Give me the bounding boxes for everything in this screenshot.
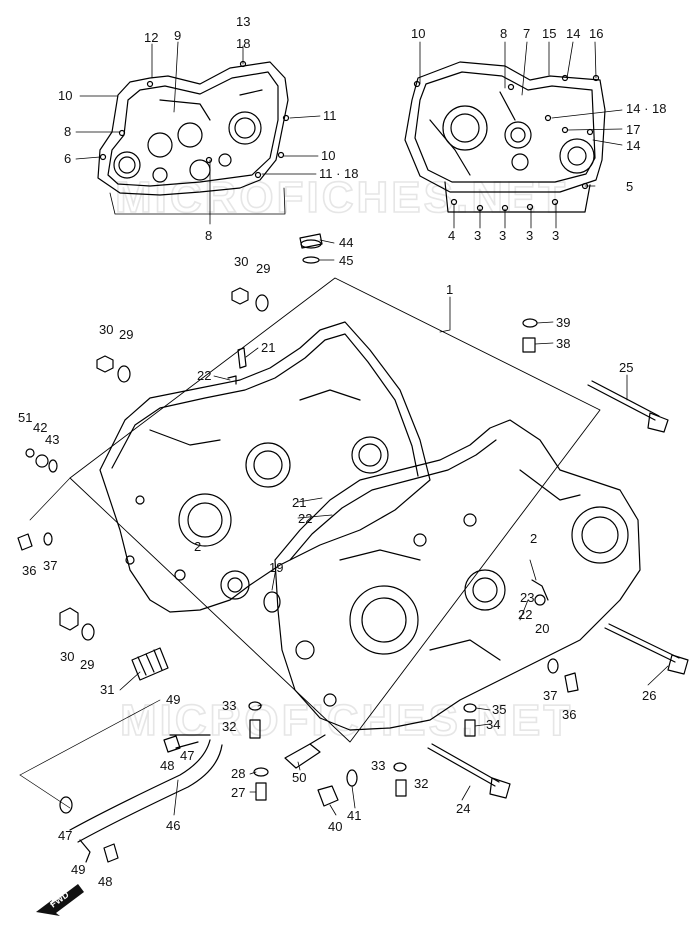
callout-33: 33 xyxy=(222,698,236,713)
callout-17: 17 xyxy=(626,122,640,137)
callout-37: 37 xyxy=(43,558,57,573)
left-crankcase-inset xyxy=(97,60,290,215)
callout-33: 33 xyxy=(371,758,385,773)
callout-14: 14 xyxy=(566,26,580,41)
callout-4: 4 xyxy=(448,228,455,243)
callout-5: 5 xyxy=(626,179,633,194)
callout-32: 32 xyxy=(414,776,428,791)
callout-40: 40 xyxy=(328,819,342,834)
callout-2: 2 xyxy=(530,531,537,546)
callout-10: 10 xyxy=(321,148,335,163)
callout-22: 22 xyxy=(518,607,532,622)
callout-10: 10 xyxy=(411,26,425,41)
callout-21: 21 xyxy=(261,340,275,355)
callout-45: 45 xyxy=(339,253,353,268)
callout-27: 27 xyxy=(231,785,245,800)
loose-parts xyxy=(17,233,689,863)
callout-48: 48 xyxy=(98,874,112,889)
callout-3: 3 xyxy=(499,228,506,243)
callout-13: 13 xyxy=(236,14,250,29)
callout-12: 12 xyxy=(144,30,158,45)
callout-43: 43 xyxy=(45,432,59,447)
callout-6: 6 xyxy=(64,151,71,166)
callout-30: 30 xyxy=(99,322,113,337)
callout-24: 24 xyxy=(456,801,470,816)
callout-38: 38 xyxy=(556,336,570,351)
callout-30: 30 xyxy=(234,254,248,269)
callout-47: 47 xyxy=(58,828,72,843)
callout-19: 19 xyxy=(269,560,283,575)
right-crankcase-inset xyxy=(404,61,606,213)
callout-3: 3 xyxy=(526,228,533,243)
callout-30: 30 xyxy=(60,649,74,664)
callout-31: 31 xyxy=(100,682,114,697)
callout-46: 46 xyxy=(166,818,180,833)
callout-25: 25 xyxy=(619,360,633,375)
callout-44: 44 xyxy=(339,235,353,250)
callout-34: 34 xyxy=(486,717,500,732)
callout-labels: 13 18 12 9 10 8 6 11 10 11 · 18 8 10 8 7… xyxy=(18,14,666,889)
callout-14: 14 xyxy=(626,138,640,153)
callout-2: 2 xyxy=(194,539,201,554)
callout-50: 50 xyxy=(292,770,306,785)
callout-37: 37 xyxy=(543,688,557,703)
callout-8: 8 xyxy=(500,26,507,41)
callout-18: 18 xyxy=(236,36,250,51)
forward-arrow-icon: FWD xyxy=(36,884,84,916)
callout-26: 26 xyxy=(642,688,656,703)
callout-47: 47 xyxy=(180,748,194,763)
callout-29: 29 xyxy=(256,261,270,276)
callout-49: 49 xyxy=(71,862,85,877)
crankcase-main-assembly xyxy=(69,277,641,743)
leader-lines xyxy=(75,41,669,816)
callout-11-18: 11 · 18 xyxy=(319,166,359,181)
callout-39: 39 xyxy=(556,315,570,330)
callout-51: 51 xyxy=(18,410,32,425)
callout-22: 22 xyxy=(197,368,211,383)
callout-15: 15 xyxy=(542,26,556,41)
callout-49: 49 xyxy=(166,692,180,707)
callout-36: 36 xyxy=(562,707,576,722)
callout-21: 21 xyxy=(292,495,306,510)
callout-28: 28 xyxy=(231,766,245,781)
callout-9: 9 xyxy=(174,28,181,43)
callout-10: 10 xyxy=(58,88,72,103)
callout-1: 1 xyxy=(446,282,453,297)
callout-20: 20 xyxy=(535,621,549,636)
callout-16: 16 xyxy=(589,26,603,41)
callout-11: 11 xyxy=(323,108,337,123)
callout-42: 42 xyxy=(33,420,47,435)
callout-29: 29 xyxy=(119,327,133,342)
callout-29: 29 xyxy=(80,657,94,672)
callout-48: 48 xyxy=(160,758,174,773)
callout-41: 41 xyxy=(347,808,361,823)
callout-36: 36 xyxy=(22,563,36,578)
callout-22: 22 xyxy=(298,511,312,526)
callout-35: 35 xyxy=(492,702,506,717)
callout-3: 3 xyxy=(474,228,481,243)
callout-8: 8 xyxy=(205,228,212,243)
callout-23: 23 xyxy=(520,590,534,605)
callout-3: 3 xyxy=(552,228,559,243)
callout-7: 7 xyxy=(523,26,530,41)
callout-14-18: 14 · 18 xyxy=(626,101,666,116)
callout-8: 8 xyxy=(64,124,71,139)
callout-32: 32 xyxy=(222,719,236,734)
